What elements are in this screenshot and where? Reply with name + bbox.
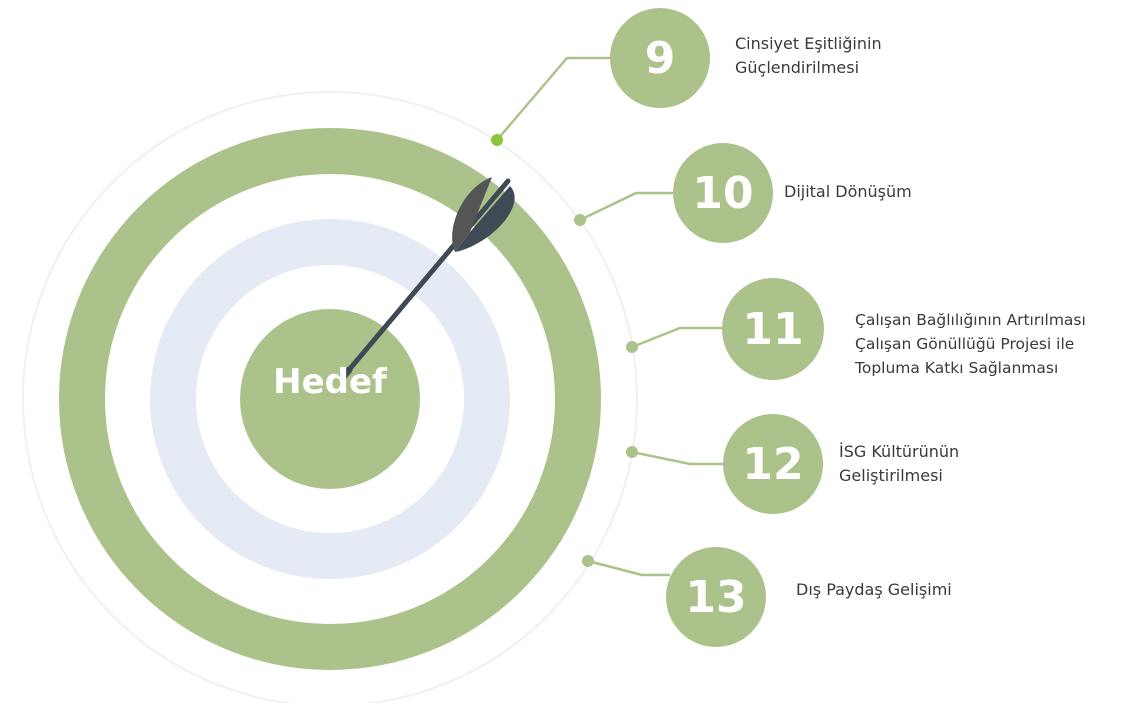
goal-number-text: 11 (742, 303, 804, 355)
dot-12 (626, 446, 638, 458)
goal-number-9: 9 (610, 8, 710, 108)
goal-label-line: Çalışan Gönüllüğü Projesi ile (855, 335, 1075, 353)
goal-number-11: 11 (722, 278, 824, 380)
goal-label-line: Dış Paydaş Gelişimi (796, 580, 952, 599)
goal-number-text: 12 (742, 438, 804, 490)
goal-number-13: 13 (666, 547, 766, 647)
goal-label-9: Cinsiyet Eşitliğinin Güçlendirilmesi (735, 32, 882, 80)
goal-label-13: Dış Paydaş Gelişimi (796, 578, 952, 602)
goal-label-line: Geliştirilmesi (839, 466, 943, 485)
goal-label-line: Topluma Katkı Sağlanması (855, 359, 1059, 377)
goal-number-text: 10 (692, 167, 754, 219)
goal-label-line: İSG Kültürünün (839, 442, 960, 461)
connector-12 (631, 450, 728, 466)
center-label: Hedef (273, 362, 387, 402)
goal-number-10: 10 (673, 143, 773, 243)
goal-label-10: Dijital Dönüşüm (784, 180, 912, 204)
connector-9 (496, 56, 612, 141)
dot-13 (582, 555, 594, 567)
goal-number-text: 13 (685, 571, 747, 623)
goal-number-text: 9 (644, 32, 676, 84)
goal-label-12: İSG Kültürünün Geliştirilmesi (839, 440, 959, 488)
dot-9 (491, 134, 503, 146)
connector-13 (587, 559, 670, 577)
inner-blue-ring (150, 219, 510, 579)
arrow-icon (339, 177, 515, 381)
connector-10 (579, 191, 678, 222)
goal-label-line: Cinsiyet Eşitliğinin (735, 34, 882, 53)
goal-label-line: Güçlendirilmesi (735, 58, 860, 77)
outer-green-ring (59, 128, 601, 670)
dot-10 (574, 214, 586, 226)
dot-11 (626, 341, 638, 353)
bullseye (240, 309, 420, 489)
goal-label-line: Çalışan Bağlılığının Artırılması (855, 311, 1086, 329)
goal-label-line: Dijital Dönüşüm (784, 182, 912, 201)
goal-number-12: 12 (723, 414, 823, 514)
outer-faint-ring (22, 91, 638, 703)
connector-11 (631, 326, 725, 349)
goal-label-11: Çalışan Bağlılığının Artırılması Çalışan… (855, 308, 1086, 380)
